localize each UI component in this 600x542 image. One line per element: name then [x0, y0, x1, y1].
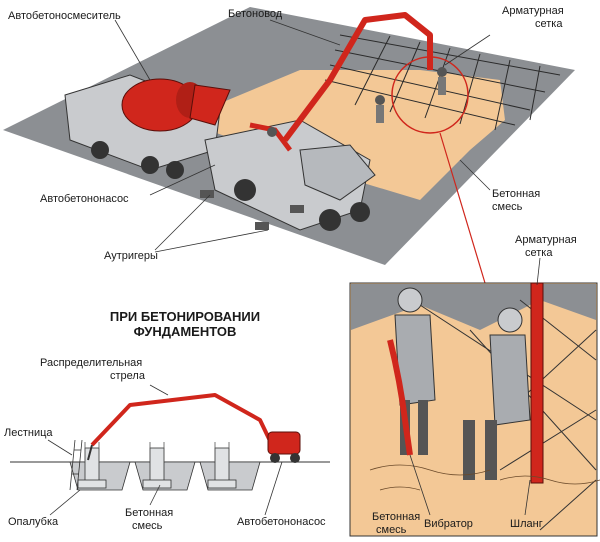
label-pipeline: Бетоновод — [228, 8, 283, 20]
mixer-truck — [64, 74, 231, 179]
label-outriggers: Аутригеры — [104, 250, 158, 262]
label-hose: Шланг — [510, 518, 543, 530]
pump-truck — [200, 119, 376, 231]
label-vibrator: Вибратор — [424, 518, 473, 530]
label-ladder: Лестница — [4, 427, 53, 439]
label-concrete-bottom-1: Бетонная — [125, 507, 174, 519]
label-pump-bottom: Автобетононасос — [237, 516, 326, 528]
detail-connector — [439, 132, 486, 284]
label-pump-truck: Автобетононасос — [40, 193, 129, 205]
label-formwork: Опалубка — [8, 516, 59, 528]
label-mixer-truck: Автобетоносмеситель — [8, 10, 121, 22]
label-mesh-top-2: сетка — [535, 18, 563, 30]
detail-inset — [349, 282, 600, 537]
small-pump — [267, 431, 301, 463]
concrete-pipeline — [282, 12, 433, 142]
label-distribution-boom-1: Распределительная — [40, 357, 143, 369]
detail-focus-circle — [391, 56, 469, 134]
foundation-diagram — [10, 393, 330, 491]
label-mesh-detail-2: сетка — [525, 247, 553, 259]
concrete-mix-area — [180, 70, 505, 200]
label-concrete-bottom-2: смесь — [132, 520, 163, 532]
hose-graphic — [530, 282, 544, 484]
label-distribution-boom-2: стрела — [110, 370, 145, 382]
distribution-boom — [90, 393, 274, 447]
top-leader-lines — [114, 19, 491, 253]
site-scene — [3, 7, 575, 284]
label-concrete-top-1: Бетонная — [492, 188, 541, 200]
label-concrete-detail-2: смесь — [376, 524, 407, 536]
label-concrete-top-2: смесь — [492, 201, 523, 213]
rebar-grid — [319, 29, 561, 131]
label-mesh-top-1: Арматурная — [502, 5, 564, 17]
ladder-graphic — [69, 439, 83, 491]
label-mesh-detail-1: Арматурная — [515, 234, 577, 246]
section-title-line1: ПРИ БЕТОНИРОВАНИИ — [109, 309, 261, 324]
label-concrete-detail-1: Бетонная — [372, 511, 421, 523]
section-title-line2: ФУНДАМЕНТОВ — [133, 324, 237, 339]
